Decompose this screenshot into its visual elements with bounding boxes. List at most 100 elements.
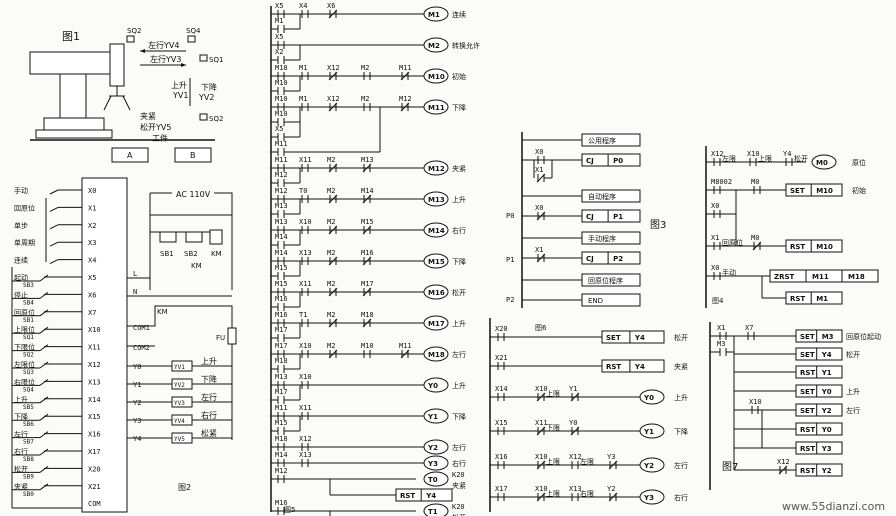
- fig6-rung-3-c1-label: X11: [535, 419, 548, 427]
- fig5-rung-13-contact-0-label: M18: [275, 435, 288, 443]
- control-wires: [150, 214, 232, 233]
- input-3-label: 单周期: [14, 238, 35, 247]
- fig5-rung-4-contact-0-label: M11: [275, 156, 288, 164]
- fig5-rung-3-contact-4-label: M12: [399, 95, 412, 103]
- input-7-addr: X7: [88, 309, 96, 317]
- fig5-rung-7-coil-ellipse: [423, 253, 449, 269]
- fig6-rung-2-c1-nc-slash: [536, 392, 546, 402]
- fig3-row-5-cj-box: [581, 251, 641, 265]
- fig5-rung-5-contact-3-nc-slash: [362, 194, 372, 204]
- output-4-valve-label: YV5: [174, 436, 185, 443]
- input-13-contact: [39, 413, 49, 421]
- fig4-r4-c1-sublabel: 手动: [722, 268, 736, 277]
- fig5-rung-0-coil-label: M1: [428, 11, 440, 19]
- fig7-row-0-note: 回原位起动: [846, 332, 881, 341]
- fig7-row-2-instr-reg: Y1: [821, 369, 832, 377]
- input-6-contact: [39, 291, 49, 299]
- fig6-rung-2-c1-sublabel: 上限: [546, 389, 560, 398]
- fig5-rung-2-contact-3-label: M2: [361, 64, 369, 72]
- fig5-rung-9-contact-3-nc-slash: [362, 318, 372, 328]
- fig7-row-3-instr-reg: Y0: [821, 388, 832, 396]
- fig5-rung-10-coil-ellipse: [423, 346, 449, 362]
- km-label: KM: [191, 262, 202, 270]
- input-10-contact: [39, 361, 49, 369]
- fig5-rung-8-coil-label: M16: [428, 289, 445, 297]
- input-9-addr: X11: [88, 344, 101, 352]
- yv1-label: YV1: [172, 91, 188, 100]
- fig6-rung-2-c0-label: X14: [495, 385, 508, 393]
- fig5-rung-3-par-0-label: M10: [275, 110, 288, 118]
- fig5-rung-4-coil-label: M12: [428, 165, 445, 173]
- input-5-addr: X5: [88, 274, 96, 282]
- input-14-switch: SB7: [23, 439, 34, 446]
- fig6-rung-1-instr-cmd: RST: [606, 363, 621, 371]
- fig5-rung-5-contact-2-label: M2: [327, 187, 335, 195]
- fig5-rung-7-contact-3-label: M16: [361, 249, 374, 257]
- input-17-addr: X21: [88, 483, 101, 491]
- fig5-rung-12-coil-label: Y1: [427, 413, 438, 421]
- fig5-rung-1-coil-label: M2: [428, 42, 440, 50]
- fig5-rung-5-note: 上升: [452, 195, 466, 204]
- fig5-rung-15-coil-label: T0: [428, 476, 438, 484]
- output-1-addr: Y1: [133, 381, 141, 389]
- input-5-contact: [39, 274, 49, 282]
- fig5-rung-3-par-1-label: X5: [275, 125, 283, 133]
- supply-label: AC 110V: [176, 190, 211, 199]
- fig6-rung-1-note: 夹紧: [674, 362, 688, 371]
- fig3-row-5-contact-nc-slash: [536, 253, 546, 263]
- input-13-label: 下降: [14, 412, 28, 421]
- fig7-row-4-note: 左行: [846, 406, 860, 415]
- fig5-rung-8-contact-0-label: M15: [275, 280, 288, 288]
- input-1-addr: X1: [88, 204, 96, 212]
- fig5-rung-11-note: 上升: [452, 381, 466, 390]
- input-16-contact: [39, 465, 49, 473]
- fig5-rung-12-contact-0-label: M11: [275, 404, 288, 412]
- fig6-rung-1-c0-label: X21: [495, 354, 508, 362]
- fig5-rung-13-coil-ellipse: [423, 439, 449, 455]
- fig5-rung-7-note: 下降: [452, 257, 466, 266]
- fig3-row-0-box: [581, 133, 641, 147]
- fig5-rung-7-contact-3-nc-slash: [362, 256, 372, 266]
- fig6-rung-4-c0-label: X16: [495, 453, 508, 461]
- fig4-r4-zrst-box: [769, 269, 879, 283]
- plc-input-block: [81, 177, 128, 513]
- fig3-row-3-contact-label: X0: [535, 204, 543, 212]
- fig5-rung-7-par-0-label: M15: [275, 264, 288, 272]
- fig5-rung-8-contact-1-label: X11: [299, 280, 312, 288]
- fig7-row-5-instr-reg: Y0: [821, 426, 832, 434]
- sq1-switch: [199, 54, 208, 62]
- fig6-rung-2-coil-label: Y0: [643, 394, 654, 402]
- fuse: [227, 327, 237, 345]
- arrowhead-left-yv4: [140, 49, 145, 53]
- fig5-rung-10-note: 左行: [452, 350, 466, 359]
- fig4-r1-c3-label: Y4: [783, 150, 791, 158]
- fig6-rung-1-instr-box: [601, 359, 665, 373]
- fig3-row-7-label: END: [588, 297, 603, 305]
- fig5-rung-16-note: 松开: [452, 513, 466, 516]
- fig4-r1-c2-sublabel: 上限: [758, 154, 772, 163]
- fig5-rung-6-contact-2-label: M2: [327, 218, 335, 226]
- fig5-rung-12-contact-1-label: X11: [299, 404, 312, 412]
- fig7-row-3-instr-cmd: SET: [800, 388, 815, 396]
- fig5-rung-15-k: K20: [452, 471, 465, 479]
- fig5-rung-2-contact-4-nc-slash: [400, 71, 410, 81]
- fig5-rung-15-instr-cmd: RST: [400, 492, 415, 500]
- fig4-r3-c3-nc-slash: [752, 241, 762, 251]
- fig3-row-1-cj-reg: P0: [613, 157, 623, 165]
- fig6-rung-4-c3-nc-slash: [608, 460, 618, 470]
- fig5-rung-3-contact-2-label: X12: [327, 95, 340, 103]
- input-11-addr: X13: [88, 378, 101, 386]
- fig3-row-3-contact-nc-slash: [536, 211, 546, 221]
- fig5-rung-11-coil-label: Y0: [427, 382, 438, 390]
- arm-base: [43, 117, 105, 131]
- fig5-rung-2-note: 初始: [452, 72, 466, 81]
- fig6-rung-1-instr-reg: Y4: [634, 363, 645, 371]
- input-10-label: 左限位: [14, 360, 35, 369]
- fig5-rung-14-contact-1-label: X13: [299, 451, 312, 459]
- output-0-addr: Y0: [133, 363, 141, 371]
- fig5-rung-16-coil-ellipse: [423, 503, 449, 516]
- fig5-rung-7-contact-1-label: X13: [299, 249, 312, 257]
- fig7-m3-label: M3: [717, 340, 725, 348]
